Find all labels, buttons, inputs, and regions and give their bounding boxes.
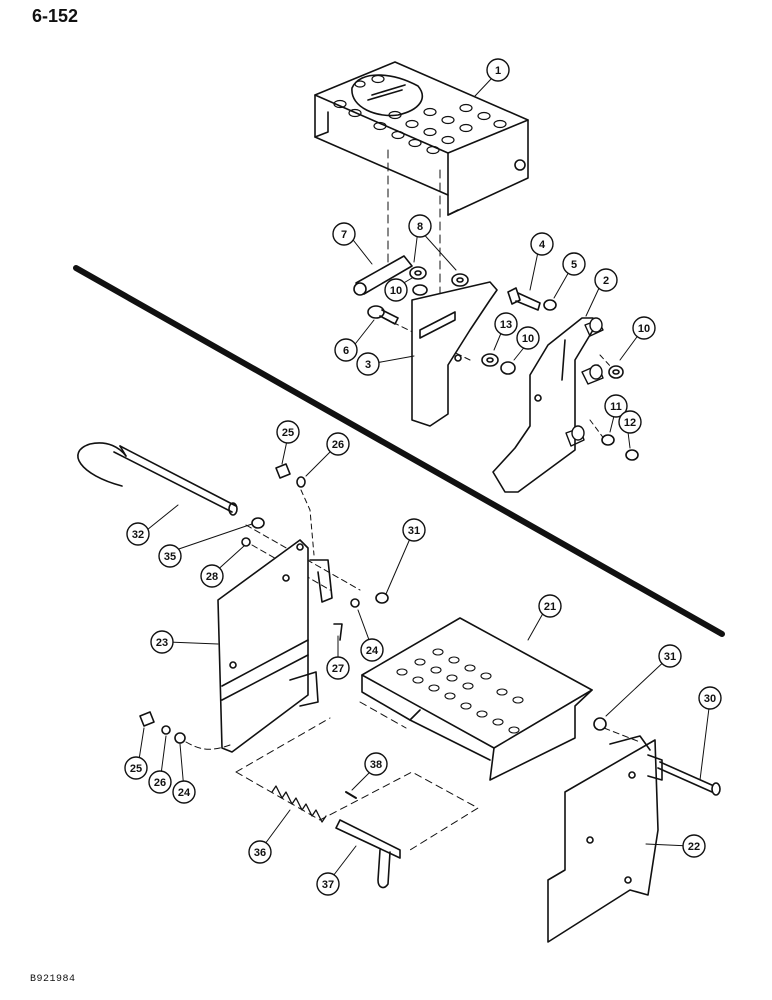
page-number: 6-152 (32, 6, 79, 26)
svg-text:38: 38 (370, 759, 382, 771)
assembly-line-1 (387, 149, 441, 301)
part-2-bracket (492, 317, 604, 493)
part-22-plate (547, 735, 663, 943)
svg-text:36: 36 (254, 847, 266, 859)
svg-text:37: 37 (322, 879, 334, 891)
callout-28: 28 (200, 564, 224, 588)
callout-10c: 10 (632, 316, 656, 340)
svg-text:3: 3 (365, 359, 371, 371)
svg-text:21: 21 (544, 601, 556, 613)
svg-text:24: 24 (178, 787, 191, 799)
callout-24a: 24 (360, 638, 384, 662)
svg-text:7: 7 (341, 229, 347, 241)
callout-4: 4 (530, 232, 554, 256)
svg-text:30: 30 (704, 693, 716, 705)
callout-38: 38 (364, 752, 388, 776)
callout-13: 13 (494, 312, 518, 336)
callout-1: 1 (486, 58, 510, 82)
svg-text:32: 32 (132, 529, 144, 541)
figure-code: B921984 (30, 974, 76, 985)
svg-text:10: 10 (522, 333, 534, 345)
callout-36: 36 (248, 840, 272, 864)
callout-7: 7 (332, 222, 356, 246)
callout-31a: 31 (402, 518, 426, 542)
part-32-rod (77, 442, 238, 516)
callout-25a: 25 (276, 420, 300, 444)
svg-text:13: 13 (500, 319, 512, 331)
callout-23: 23 (150, 630, 174, 654)
svg-text:35: 35 (164, 551, 176, 563)
callout-2: 2 (594, 268, 618, 292)
svg-text:8: 8 (417, 221, 423, 233)
svg-text:27: 27 (332, 663, 344, 675)
svg-text:6: 6 (343, 345, 349, 357)
svg-text:10: 10 (638, 323, 650, 335)
part-7-link (353, 255, 413, 296)
svg-text:10: 10 (390, 285, 402, 297)
svg-text:11: 11 (610, 401, 622, 413)
callout-6: 6 (334, 338, 358, 362)
callout-10a: 10 (384, 278, 408, 302)
part-23-plate (217, 539, 333, 753)
callout-25b: 25 (124, 756, 148, 780)
part-37-pin (335, 819, 401, 889)
part-36-spring (271, 785, 327, 823)
callout-5: 5 (562, 252, 586, 276)
callout-3: 3 (356, 352, 380, 376)
callout-10b: 10 (516, 326, 540, 350)
callout-8: 8 (408, 214, 432, 238)
callout-22: 22 (682, 834, 706, 858)
callout-26a: 26 (326, 432, 350, 456)
callout-21: 21 (538, 594, 562, 618)
part-21-lower-step (361, 617, 593, 781)
callout-24b: 24 (172, 780, 196, 804)
callout-31b: 31 (658, 644, 682, 668)
part-4-bolt (507, 287, 541, 311)
callout-26b: 26 (148, 770, 172, 794)
svg-text:1: 1 (495, 65, 501, 77)
svg-text:23: 23 (156, 637, 168, 649)
callout-30: 30 (698, 686, 722, 710)
svg-text:26: 26 (154, 777, 166, 789)
callout-37: 37 (316, 872, 340, 896)
callout-12: 12 (618, 410, 642, 434)
callout-35: 35 (158, 544, 182, 568)
part-6-bolt (367, 305, 399, 325)
callout-32: 32 (126, 522, 150, 546)
svg-text:2: 2 (603, 275, 609, 287)
callout-27: 27 (326, 656, 350, 680)
part-8-washers (409, 266, 469, 287)
svg-text:22: 22 (688, 841, 700, 853)
part-1-upper-step (314, 61, 529, 216)
callout-11: 11 (604, 394, 628, 418)
svg-text:31: 31 (664, 651, 676, 663)
part-5-washer (543, 299, 557, 311)
svg-text:26: 26 (332, 439, 344, 451)
svg-text:28: 28 (206, 571, 218, 583)
svg-text:12: 12 (624, 417, 636, 429)
svg-text:31: 31 (408, 525, 420, 537)
svg-text:24: 24 (366, 645, 379, 657)
svg-text:5: 5 (571, 259, 577, 271)
svg-text:25: 25 (130, 763, 142, 775)
svg-text:25: 25 (282, 427, 294, 439)
svg-text:4: 4 (539, 239, 546, 251)
part-30-pin (657, 761, 721, 796)
part-3-plate (411, 281, 498, 427)
separator-line (73, 265, 725, 637)
